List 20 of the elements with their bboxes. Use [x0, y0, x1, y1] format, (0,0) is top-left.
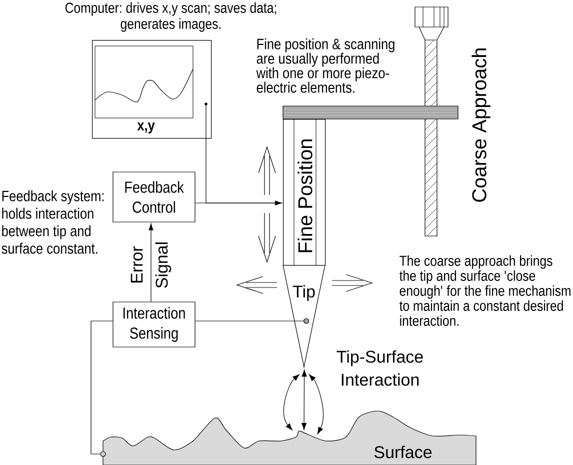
connector — [90, 320, 113, 454]
contact-dot — [100, 451, 106, 457]
connector — [195, 320, 304, 322]
part-label: Tip-Surface Interaction — [336, 350, 423, 386]
monitor: x,y — [92, 40, 212, 139]
arrow — [148, 223, 154, 302]
double-arrow — [283, 374, 300, 430]
edge-label: Error Signal — [130, 242, 172, 288]
double-arrow — [308, 374, 324, 434]
process-box: Feedback Control — [112, 172, 196, 222]
note: Feedback system: holds interaction between tip and surface constant. — [2, 190, 104, 254]
part-label: Coarse Approach — [472, 48, 490, 202]
process-box: Interaction Sensing — [112, 302, 196, 348]
note: Fine position & scanning are usually performed with one or more piezo-electric elements. — [256, 38, 394, 93]
arrow — [195, 200, 282, 206]
surface-profile: Surface — [102, 410, 476, 465]
note: The coarse approach brings the tip and surface 'close enough' for the fine mechanism to maintain a constant desired interaction. — [400, 255, 570, 326]
scanner-tube: Fine Position — [283, 118, 326, 266]
double-arrow — [302, 370, 307, 430]
heading: Computer: drives x,y scan; saves data; generates images. — [65, 2, 276, 32]
